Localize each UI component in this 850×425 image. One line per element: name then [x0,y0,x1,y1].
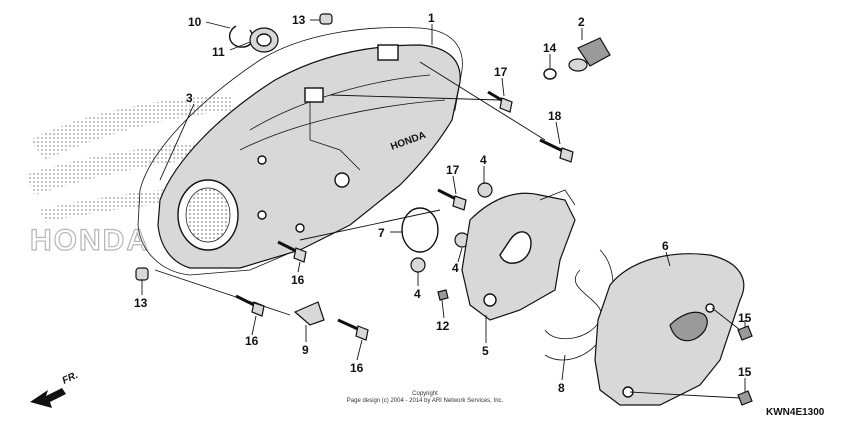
callout-9[interactable]: 9 [302,343,309,357]
callout-8[interactable]: 8 [558,381,565,395]
front-direction-indicator: FR. [30,370,80,408]
callout-13-top[interactable]: 13 [292,13,306,27]
callout-15-upper[interactable]: 15 [738,311,752,325]
part-2-cap[interactable] [568,37,611,72]
part-13-dowel-pin-bottom[interactable] [135,267,149,281]
part-3-gasket[interactable] [137,27,463,276]
part-10-circlip[interactable] [229,25,254,48]
callout-15-lower[interactable]: 15 [738,365,752,379]
callout-4-bottom[interactable]: 4 [414,287,421,301]
front-arrow-icon [30,388,66,408]
callout-4-top[interactable]: 4 [480,153,487,167]
front-label: FR. [61,370,80,387]
callout-2[interactable]: 2 [578,15,585,29]
part-5-inner-plate[interactable] [461,189,576,321]
diagram-code: KWN4E1300 [766,407,825,418]
callout-16-left[interactable]: 16 [291,273,305,287]
part-12-bolt[interactable] [437,289,449,301]
part-16-bolt-left[interactable] [277,240,307,263]
callout-14[interactable]: 14 [543,41,557,55]
part-14-o-ring[interactable] [543,68,557,80]
callout-13-bottom[interactable]: 13 [134,296,148,310]
callout-5[interactable]: 5 [482,344,489,358]
part-17-bolt-upper[interactable] [487,90,513,113]
part-16-bolt-lower[interactable] [235,294,265,317]
callout-7[interactable]: 7 [378,226,385,240]
callout-11[interactable]: 11 [212,45,225,59]
part-13-dowel-pin-top[interactable] [319,13,333,25]
callout-10[interactable]: 10 [188,15,202,29]
callout-1[interactable]: 1 [428,11,435,25]
part-11-bearing[interactable] [249,27,279,53]
part-18-bolt[interactable] [539,138,574,163]
callout-4-middle[interactable]: 4 [452,261,459,275]
leader-lines [141,19,746,399]
part-6-outer-cover[interactable] [594,253,745,406]
part-9-bracket[interactable] [293,301,325,326]
callout-6[interactable]: 6 [662,239,669,253]
part-4-grommet-bottom[interactable] [410,257,426,273]
copyright-line-1: Copyright [412,391,438,397]
callout-18[interactable]: 18 [548,109,562,123]
part-4-grommet-top[interactable] [477,182,493,198]
watermark-text: HONDA [30,224,150,257]
part-15-bolt-upper[interactable] [737,325,753,341]
callout-17-upper[interactable]: 17 [494,65,508,79]
part-17-bolt-middle[interactable] [437,188,467,211]
copyright-line-2: Page design (c) 2004 - 2014 by ARI Netwo… [347,398,504,404]
callout-16-lower[interactable]: 16 [245,334,259,348]
part-7-seal-ring[interactable] [401,207,439,253]
callout-3[interactable]: 3 [186,91,193,105]
part-15-bolt-lower[interactable] [737,390,753,406]
callout-labels: 1 2 3 4 4 4 5 6 7 8 9 10 11 12 13 13 14 … [134,11,752,395]
callout-17-middle[interactable]: 17 [446,163,460,177]
callout-12[interactable]: 12 [436,319,450,333]
callout-16-right[interactable]: 16 [350,361,364,375]
part-16-bolt-right[interactable] [337,318,369,341]
